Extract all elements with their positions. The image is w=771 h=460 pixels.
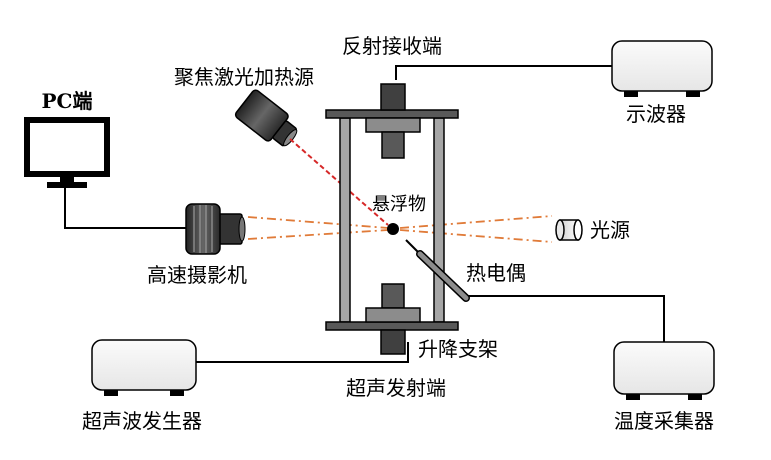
light-source-label: 光源 [590, 218, 630, 242]
generator-label: 超声波发生器 [82, 409, 202, 433]
laser-emitter-icon [234, 89, 298, 147]
light-source-icon [555, 219, 583, 241]
oscilloscope-label: 示波器 [626, 102, 686, 126]
oscilloscope-device [611, 40, 713, 97]
transmitter-transducer [365, 283, 421, 355]
floating-label: 悬浮物 [372, 194, 426, 215]
camera-label: 高速摄影机 [147, 263, 247, 287]
thermocouple-probe [405, 239, 470, 302]
wire-thermocouple-collector [464, 295, 665, 342]
light-beams [247, 215, 553, 243]
receiver-label: 反射接收端 [342, 34, 442, 58]
wire-pc-camera [64, 188, 188, 229]
temp-collector-device [613, 341, 715, 400]
transmitter-label: 超声发射端 [346, 376, 446, 400]
wires [64, 65, 665, 363]
generator-device [91, 339, 197, 396]
laser-label: 聚焦激光加热源 [174, 65, 314, 89]
temp-collector-label: 温度采集器 [614, 409, 714, 433]
wire-generator-transmitter [196, 342, 409, 363]
pc-label: PC端 [42, 89, 93, 113]
high-speed-camera-icon [185, 203, 246, 255]
floating-particle [387, 223, 399, 235]
lift-label: 升降支架 [418, 337, 498, 361]
monitor-icon [24, 117, 110, 188]
wire-receiver-oscilloscope [395, 65, 612, 80]
laser-beam [289, 138, 389, 226]
thermocouple-label: 热电偶 [466, 261, 526, 285]
receiver-transducer [365, 83, 421, 159]
